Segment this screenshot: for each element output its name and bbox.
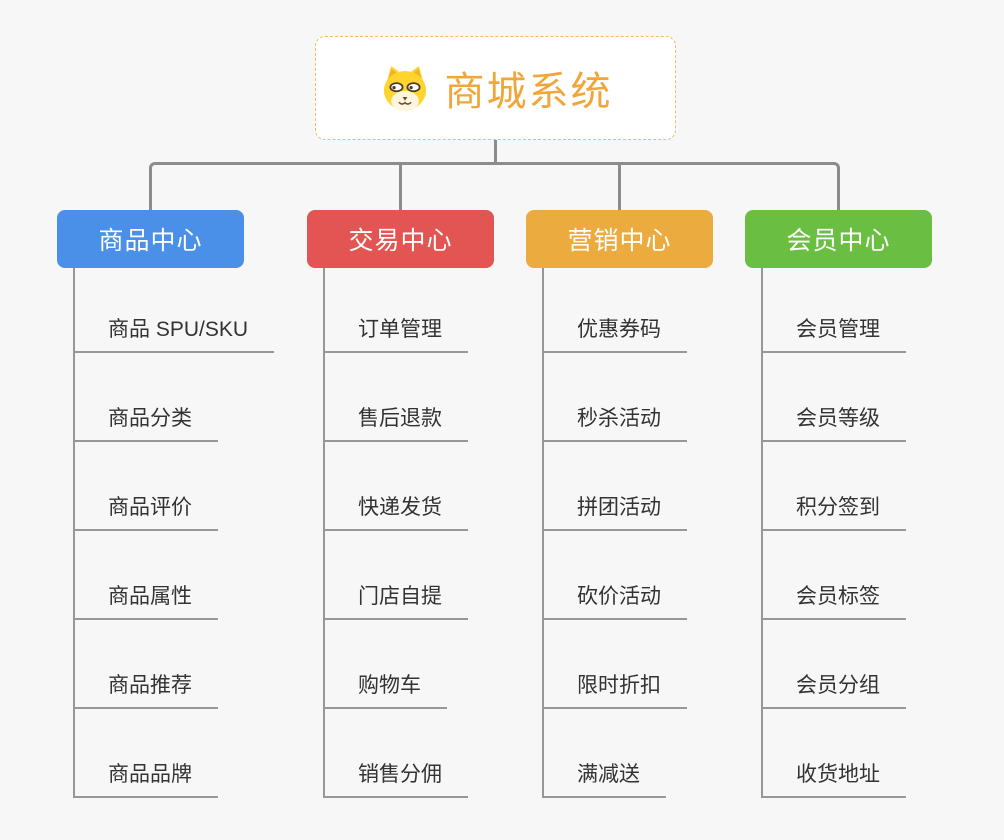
branch-node-trade-center[interactable]: 交易中心	[307, 210, 494, 268]
root-node[interactable]: 商城系统	[315, 36, 676, 140]
leaf-label: 门店自提	[325, 584, 468, 620]
leaf-node[interactable]: 限时折扣	[544, 620, 687, 709]
leaf-label: 优惠券码	[544, 317, 687, 353]
leaf-column-marketing-center: 优惠券码秒杀活动拼团活动砍价活动限时折扣满减送	[542, 268, 687, 798]
leaf-label: 会员管理	[763, 317, 906, 353]
connector-drop-marketing	[618, 163, 621, 210]
leaf-node[interactable]: 砍价活动	[544, 531, 687, 620]
leaf-node[interactable]: 会员等级	[763, 353, 906, 442]
leaf-label: 销售分佣	[325, 762, 468, 798]
leaf-label: 商品品牌	[75, 762, 218, 798]
leaf-label: 限时折扣	[544, 673, 687, 709]
leaf-node[interactable]: 拼团活动	[544, 442, 687, 531]
leaf-label: 购物车	[325, 673, 447, 709]
leaf-node[interactable]: 商品评价	[75, 442, 274, 531]
leaf-node[interactable]: 商品 SPU/SKU	[75, 268, 275, 353]
leaf-label: 会员标签	[763, 584, 906, 620]
leaf-label: 快递发货	[325, 495, 468, 531]
branch-node-marketing-center[interactable]: 营销中心	[526, 210, 713, 268]
leaf-label: 商品 SPU/SKU	[75, 317, 275, 353]
leaf-label: 售后退款	[325, 406, 468, 442]
leaf-node[interactable]: 商品推荐	[75, 620, 274, 709]
leaf-node[interactable]: 会员标签	[763, 531, 906, 620]
leaf-node[interactable]: 销售分佣	[325, 709, 468, 798]
connector-bus	[149, 162, 840, 210]
root-title: 商城系统	[444, 70, 613, 114]
leaf-node[interactable]: 积分签到	[763, 442, 906, 531]
leaf-label: 商品属性	[75, 584, 218, 620]
leaf-node[interactable]: 秒杀活动	[544, 353, 687, 442]
leaf-label: 收货地址	[763, 762, 906, 798]
branch-node-product-center[interactable]: 商品中心	[57, 210, 244, 268]
connector-drop-trade	[399, 163, 402, 210]
leaf-label: 商品评价	[75, 495, 218, 531]
branch-label: 商品中心	[98, 227, 203, 255]
branch-label: 交易中心	[348, 227, 453, 255]
leaf-label: 会员等级	[763, 406, 906, 442]
leaf-node[interactable]: 商品分类	[75, 353, 274, 442]
leaf-node[interactable]: 售后退款	[325, 353, 468, 442]
leaf-node[interactable]: 收货地址	[763, 709, 906, 798]
branch-label: 会员中心	[786, 227, 891, 255]
leaf-node[interactable]: 会员分组	[763, 620, 906, 709]
leaf-column-member-center: 会员管理会员等级积分签到会员标签会员分组收货地址	[761, 268, 906, 798]
leaf-node[interactable]: 会员管理	[763, 268, 906, 353]
leaf-label: 秒杀活动	[544, 406, 687, 442]
leaf-label: 会员分组	[763, 673, 906, 709]
leaf-label: 拼团活动	[544, 495, 687, 531]
leaf-column-trade-center: 订单管理售后退款快递发货门店自提购物车销售分佣	[323, 268, 468, 798]
leaf-node[interactable]: 商品品牌	[75, 709, 274, 798]
connector-root-stem	[494, 140, 497, 165]
leaf-node[interactable]: 满减送	[544, 709, 687, 798]
branch-label: 营销中心	[567, 227, 672, 255]
leaf-label: 订单管理	[325, 317, 468, 353]
leaf-node[interactable]: 快递发货	[325, 442, 468, 531]
leaf-label: 积分签到	[763, 495, 906, 531]
branch-node-member-center[interactable]: 会员中心	[745, 210, 932, 268]
leaf-node[interactable]: 优惠券码	[544, 268, 687, 353]
leaf-label: 砍价活动	[544, 584, 687, 620]
leaf-column-product-center: 商品 SPU/SKU 商品分类商品评价商品属性商品推荐商品品牌	[73, 268, 275, 798]
leaf-node[interactable]: 订单管理	[325, 268, 468, 353]
leaf-label: 满减送	[544, 762, 666, 798]
leaf-node[interactable]: 门店自提	[325, 531, 468, 620]
dog-face-icon	[379, 63, 431, 113]
leaf-node[interactable]: 商品属性	[75, 531, 274, 620]
leaf-label: 商品分类	[75, 406, 218, 442]
leaf-node[interactable]: 购物车	[325, 620, 468, 709]
leaf-label: 商品推荐	[75, 673, 218, 709]
